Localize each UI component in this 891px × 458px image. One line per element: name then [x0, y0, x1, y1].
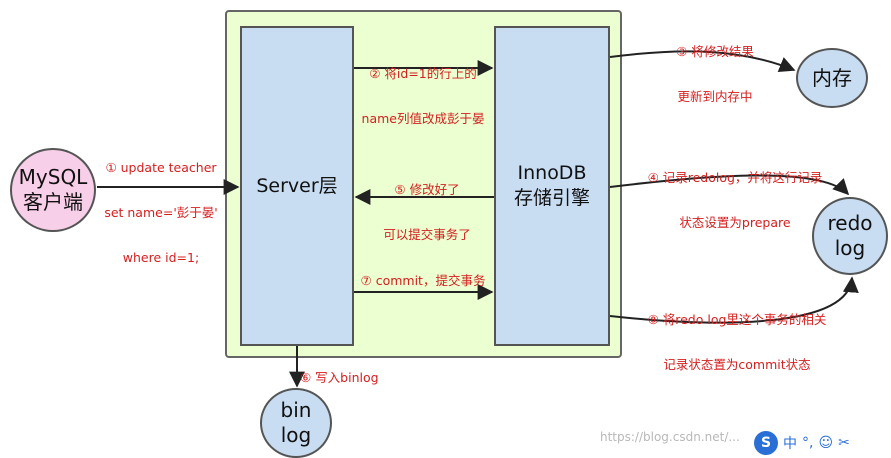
- ime-punctuation-button[interactable]: °,: [802, 435, 814, 451]
- binlog-label-line2: log: [280, 423, 312, 447]
- mysql-client-node: MySQL 客户端: [10, 148, 96, 232]
- innodb-label-line2: 存储引擎: [513, 187, 590, 209]
- step1-label: ① update teacher set name='彭于晏' where id…: [104, 160, 218, 265]
- binlog-node: bin log: [260, 388, 332, 458]
- watermark-url: https://blog.csdn.net/...: [600, 430, 740, 444]
- ime-chinese-mode-button[interactable]: 中: [783, 436, 797, 452]
- redo-label-line2: log: [834, 236, 866, 260]
- step4-label: ④ 记录redolog，并将这行记录 状态设置为prepare: [647, 170, 823, 230]
- step5-label: ⑤ 修改好了 可以提交事务了: [383, 182, 471, 242]
- server-layer-box: Server层: [240, 26, 354, 346]
- step2-label: ② 将id=1的行上的 name列值改成彭于晏: [361, 66, 485, 126]
- ime-s-icon[interactable]: S: [754, 431, 778, 455]
- memory-label: 内存: [812, 65, 852, 90]
- step7-label: ⑦ commit，提交事务: [360, 273, 486, 288]
- arrow-innodb-to-redo-prepare: [609, 174, 850, 196]
- step8-label: ⑧ 将redo log里这个事务的相关 记录状态置为commit状态: [647, 312, 827, 372]
- ime-emoji-icon[interactable]: ☺: [818, 435, 834, 451]
- arrow-innodb-to-memory: [609, 50, 796, 72]
- mysql-label-line2: 客户端: [22, 190, 83, 214]
- innodb-label-line1: InnoDB: [517, 162, 587, 184]
- server-layer-label: Server层: [256, 174, 338, 197]
- ime-toolbar[interactable]: S 中 °, ☺ ✂: [752, 428, 891, 458]
- step6-label: ⑥ 写入binlog: [300, 370, 379, 385]
- redo-label-line1: redo: [827, 211, 873, 235]
- redo-log-node: redo log: [812, 197, 888, 275]
- mysql-label-line1: MySQL: [18, 165, 88, 189]
- memory-node: 内存: [796, 48, 868, 108]
- ime-tools-icon[interactable]: ✂: [838, 435, 850, 451]
- innodb-engine-box: InnoDB 存储引擎: [494, 26, 610, 346]
- step3-label: ③ 将修改结果 更新到内存中: [676, 44, 754, 104]
- binlog-label-line1: bin: [280, 398, 312, 422]
- arrow-innodb-to-redo-commit: [609, 276, 859, 324]
